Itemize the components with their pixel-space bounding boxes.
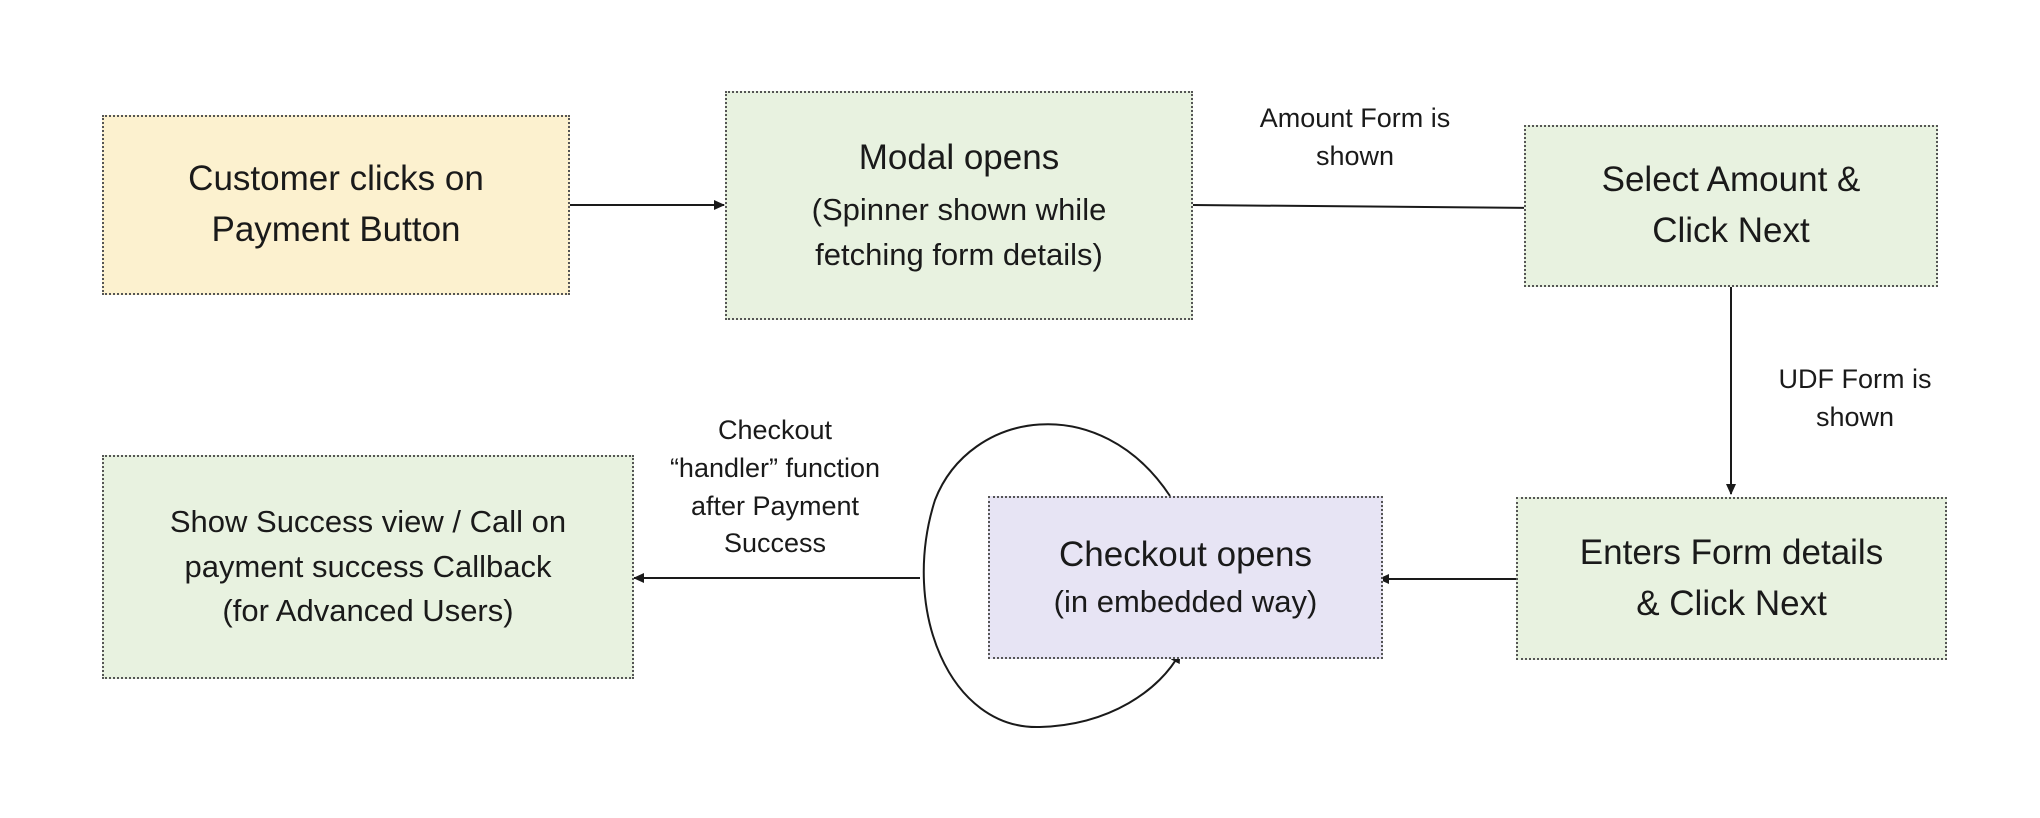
node-modal-opens-line-2: fetching form details)	[815, 236, 1103, 272]
arrow-modal-to-select	[1191, 202, 1535, 213]
node-show-success: Show Success view / Call on payment succ…	[102, 455, 634, 679]
edge-label-udf-form: UDF Form is shown	[1740, 361, 1970, 437]
edge-label-amount-form-line-2: shown	[1315, 140, 1395, 171]
node-select-amount-line-1: Select Amount &	[1601, 160, 1861, 200]
edge-label-checkout-handler-line-2: “handler” function	[669, 452, 881, 483]
node-modal-opens-title: Modal opens	[858, 138, 1060, 178]
edge-label-checkout-handler: Checkout “handler” function after Paymen…	[640, 412, 910, 563]
edge-label-checkout-handler-line-3: after Payment	[690, 490, 860, 521]
node-modal-opens-line-1: (Spinner shown while	[811, 191, 1107, 227]
node-select-amount: Select Amount & Click Next	[1524, 125, 1938, 287]
node-checkout-opens-title: Checkout opens	[1059, 534, 1312, 574]
node-checkout-opens-line-1: (in embedded way)	[1053, 584, 1318, 620]
node-customer-clicks-line-2: Payment Button	[211, 210, 461, 249]
node-customer-clicks-line-1: Customer clicks on	[188, 159, 484, 199]
node-enters-form: Enters Form details & Click Next	[1516, 497, 1947, 660]
edge-label-udf-form-line-1: UDF Form is	[1778, 364, 1932, 394]
node-enters-form-line-1: Enters Form details	[1579, 532, 1884, 572]
edge-label-checkout-handler-line-1: Checkout	[717, 415, 833, 445]
edge-label-amount-form: Amount Form is shown	[1220, 100, 1490, 176]
node-show-success-line-3: (for Advanced Users)	[222, 593, 514, 629]
edge-label-checkout-handler-line-4: Success	[723, 528, 827, 559]
node-select-amount-line-2: Click Next	[1652, 211, 1810, 250]
node-show-success-line-2: payment success Callback	[184, 548, 552, 584]
node-checkout-opens: Checkout opens (in embedded way)	[988, 496, 1383, 659]
edge-label-udf-form-line-2: shown	[1815, 401, 1895, 432]
node-modal-opens: Modal opens (Spinner shown while fetchin…	[725, 91, 1193, 320]
loop-arrow-checkout	[922, 423, 1181, 729]
node-show-success-line-1: Show Success view / Call on	[169, 503, 567, 539]
edge-label-amount-form-line-1: Amount Form is	[1259, 103, 1451, 133]
node-enters-form-line-2: & Click Next	[1636, 583, 1827, 623]
node-customer-clicks: Customer clicks on Payment Button	[102, 115, 570, 295]
